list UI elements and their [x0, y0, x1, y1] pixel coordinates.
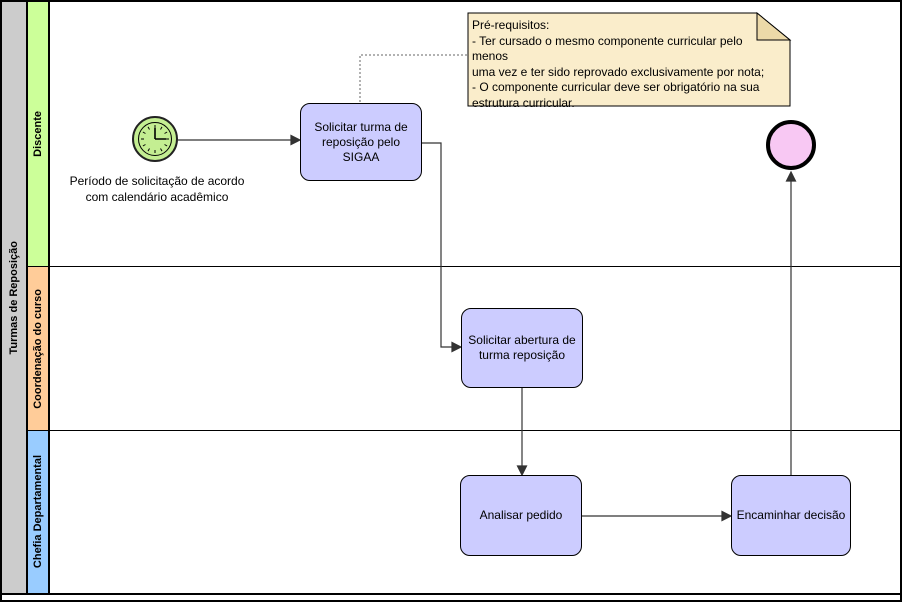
association-task1-note	[359, 54, 468, 102]
task-solicitar-turma-reposicao-sigaa[interactable]: Solicitar turma de reposição pelo SIGAA	[300, 103, 422, 181]
note-line: estrutura curricular.	[472, 95, 575, 110]
timer-event-label: Período de solicitação de acordo com cal…	[69, 174, 245, 204]
task-label: Analisar pedido	[479, 508, 563, 522]
task-label: Solicitar abertura de turma reposição	[468, 333, 576, 362]
arrowhead-icon	[516, 465, 528, 477]
lane-label-coordenacao[interactable]: Coordenação do curso	[28, 267, 50, 430]
timer-start-event[interactable]	[132, 116, 178, 162]
arrowhead-icon	[785, 170, 797, 182]
task-encaminhar-decisao[interactable]: Encaminhar decisão	[731, 475, 851, 556]
note-line: - O componente curricular deve ser obrig…	[472, 80, 760, 94]
task-label: Encaminhar decisão	[736, 508, 846, 522]
arrowhead-icon	[290, 134, 302, 146]
note-line: - Ter cursado o mesmo componente curricu…	[472, 33, 743, 64]
task-solicitar-abertura-turma[interactable]: Solicitar abertura de turma reposição	[461, 308, 583, 388]
lane-label-chefia[interactable]: Chefia Departamental	[28, 431, 50, 593]
task-label: Solicitar turma de reposição pelo SIGAA	[314, 119, 408, 164]
note-line: uma vez e ter sido reprovado exclusivame…	[472, 64, 765, 79]
end-event[interactable]	[766, 120, 816, 170]
sequence-flows	[178, 134, 797, 522]
pool-title-bar[interactable]: Turmas de Reposição	[2, 2, 28, 593]
flow-task1-to-task2	[422, 142, 452, 348]
note-text: Pré-requisitos: - Ter cursado o mesmo co…	[472, 18, 774, 111]
task-analisar-pedido[interactable]: Analisar pedido	[460, 475, 582, 556]
note-line: Pré-requisitos:	[472, 18, 550, 32]
note-shape[interactable]	[467, 11, 792, 107]
arrowhead-icon	[721, 510, 733, 522]
lane-label-discente[interactable]: Discente	[28, 2, 50, 266]
note-folded-corner-icon	[756, 11, 792, 41]
arrowhead-icon	[451, 341, 463, 353]
